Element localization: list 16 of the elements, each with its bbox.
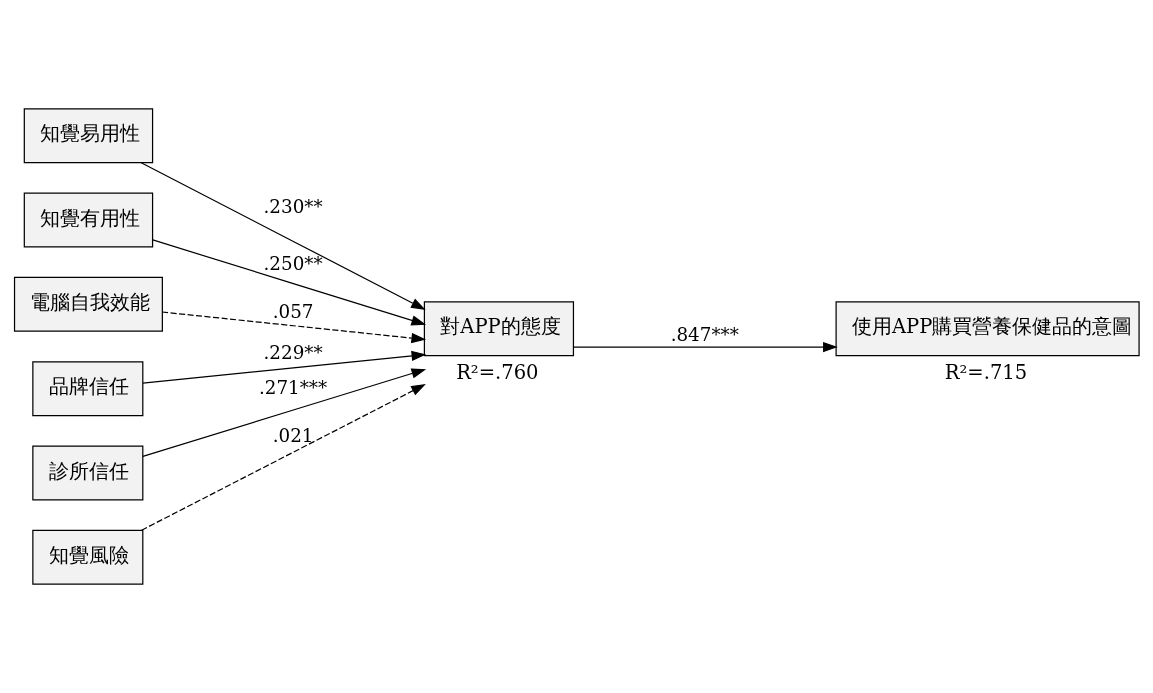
edge-label: .021 [272,425,314,447]
arrow [141,384,426,531]
edge-label: .057 [272,300,314,322]
arrow [161,311,427,344]
arrow [572,342,838,353]
arrow [142,350,427,384]
edge-label: .847*** [670,324,739,345]
arrow [140,162,426,310]
node-label: R²=.715 [944,360,1028,384]
edge-label: .229** [263,342,323,364]
edge-label: .230** [263,195,323,217]
arrow [142,368,427,457]
edge-label: .250** [263,253,323,275]
edge-label: .271*** [258,376,328,398]
node-label: R²=.760 [456,360,539,384]
arrow [151,239,427,326]
